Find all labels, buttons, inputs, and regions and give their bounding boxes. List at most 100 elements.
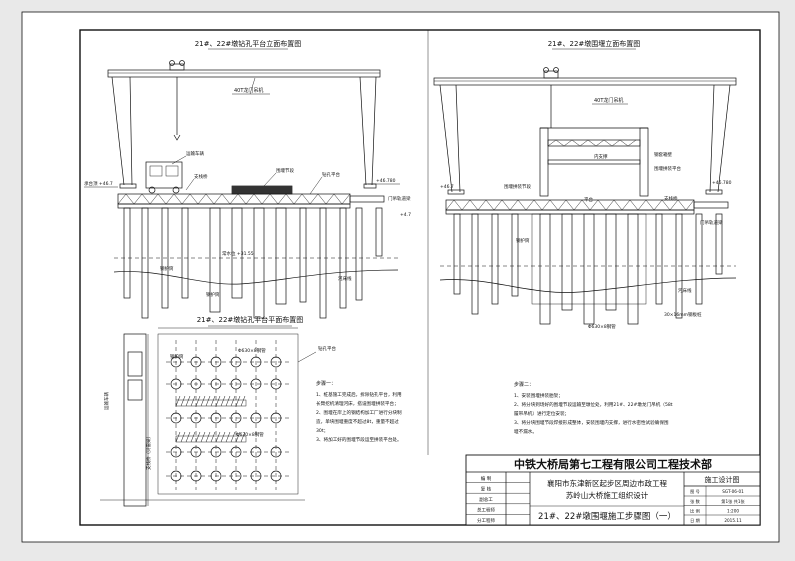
truck-plan-label: 运输车辆 [103,392,110,410]
right-platform-label: 平台 [584,196,593,203]
right-gantry-girder [433,77,737,86]
casing-circle [170,446,182,458]
casing-circle [250,378,262,390]
step2-line1: 1、安装围堰拼装胎架； [514,392,563,399]
step1-line6: 3、将加工好的围堰节段运至拼装平台处。 [316,436,402,443]
casing-label: 钢护筒 [206,291,220,298]
right-support-label: 支栈桥 [664,195,678,202]
design-stage: 施工设计图 [705,475,740,484]
casing-circle [170,356,182,368]
steps-right: 步骤二： 1、安装围堰拼装胎架； 2、将分块到场好的围堰节段运输至墩位处，利用2… [514,381,673,435]
right-elev-left: +46.7 [440,184,454,190]
meta-label-3: 比 例 [690,508,700,515]
right-elev-mark: +46.780 [376,178,396,184]
casing-circle [230,446,242,458]
casing-circle [270,446,282,458]
enclosure-segment-label: 围堰拼装节段 [504,183,531,190]
project-line1: 襄阳市东津新区起步区周边市政工程 [547,478,667,488]
casing-circle [270,470,282,482]
meta-value-4: 2015.11 [724,518,742,523]
left-elevation-title: 21#、22#墩钻孔平台立面布置图 [195,39,302,48]
casing-circle [270,412,282,424]
step1-line2: 长臂挖机清理河床，搭设围堰拼装平台； [316,400,399,407]
plan-pipe-label: Φ630×8钢管 [236,431,264,438]
sign-row-2: 复 核 [481,486,492,493]
casing-circle [190,356,202,368]
right-rail-label: 门吊轨道梁 [700,219,723,226]
sign-row-1: 编 制 [481,475,492,482]
meta-label-4: 日 期 [690,518,700,524]
casing-circle [210,356,222,368]
casing-circle [270,378,282,390]
step2-title: 步骤二： [514,381,534,388]
truck [145,161,183,189]
meta-value-1: SGT-06-01 [722,489,744,494]
casing-circle [210,412,222,424]
casing-circle [170,470,182,482]
casing-circle [250,412,262,424]
casing-circle [170,378,182,390]
sign-row-5: 分工程师 [477,517,495,524]
meta-value-2: 第1张 共1张 [721,498,745,505]
truck-lane-plan [123,333,147,507]
drawing-name: 21#、22#墩围堰施工步骤图（一） [538,511,676,522]
right-elevation-view: 21#、22#墩围堰立面布置图 40T龙门吊机 内支撑 钢套箱壁 围堰拼装平台 … [433,39,737,330]
casing-circle [210,446,222,458]
title-block: 中铁大桥局第七工程有限公司工程技术部 编 制 复 核 副总工 总工程师 分工程师… [465,454,761,526]
enclosure-panel-label: 钢套箱壁 [654,151,672,158]
support-beam-label: 支栈桥 [194,173,208,180]
right-pipe-label: Φ630×8钢管 [588,323,616,330]
plan-casing-size: Φ630×8钢管 [238,347,266,354]
meta-label-1: 图 号 [690,489,700,495]
casing-circle [250,470,262,482]
casing-circle [250,446,262,458]
step1-line4: 造，单块围堰重度不超过8t，重量不超过 [316,418,399,425]
gantry-left-leg [111,76,133,186]
casing-circle [250,356,262,368]
step2-line5: 堰不漏水。 [514,428,537,435]
plan-casing-label: 钢护筒 [170,353,184,360]
left-elevation-view: 21#、22#墩钻孔平台立面布置图 40T龙门吊机 运输车辆 支栈桥 围堰节段 [84,39,411,319]
inner-support-label: 内支撑 [594,153,608,160]
casing-circle [190,378,202,390]
casing-circle [230,412,242,424]
project-line2: 苏岭山大桥施工组织设计 [566,490,649,500]
step2-line2: 2、将分块到场好的围堰节段运输至墩位处，利用21#、22#墩龙门吊机（58t [514,401,673,408]
drill-platform-label: 钻孔平台 [322,171,340,178]
plan-platform-label: 钻孔平台 [318,345,336,352]
casing-circle [230,470,242,482]
step1-title: 步骤一： [316,380,336,387]
water-line-label: 常水位 +31.55 [222,250,254,257]
casing-circle [190,412,202,424]
right-riverbed-label: 河床线 [678,287,692,294]
casing-circle [230,356,242,368]
right-elev-right: +46.780 [712,180,732,186]
drawing-frame [79,29,761,526]
riverbed-label: 河床线 [338,275,352,282]
casing-circle [270,356,282,368]
left-plan-title: 21#、22#墩钻孔平台平面布置图 [197,315,304,324]
steel-casing-label: 钢护筒 [160,265,174,272]
sign-row-4: 总工程师 [477,507,495,514]
right-elevation-title: 21#、22#墩围堰立面布置图 [548,39,641,48]
right-casing-label: 钢护筒 [516,237,530,244]
left-plan-view: 21#、22#墩钻孔平台平面布置图 运输车辆 支栈桥（贝雷梁） 钢护筒 Φ630… [100,315,336,507]
casing-circle [190,470,202,482]
step1-line1: 1、桩基施工完成后，拆除钻孔平台，利用 [316,391,402,398]
casing-circle [170,412,182,424]
right-gantry-label: 40T龙门吊机 [594,97,623,104]
riverbed-line [113,269,399,285]
casing-circle [210,378,222,390]
enclosure-frame [539,127,649,197]
right-small-note: 30×16mm钢板桩 [664,311,702,318]
step1-line5: 30t； [316,428,328,434]
left-gantry-label: 40T龙门吊机 [234,87,263,94]
gantry-girder [107,69,381,78]
meta-value-3: 1:200 [727,509,739,514]
sign-row-3: 副总工 [479,496,493,503]
enclosure-label: 围堰节段 [276,167,294,174]
girder-plan-label: 支栈桥（贝雷梁） [145,434,152,470]
casing-circle [210,470,222,482]
step2-line4: 3、将分块围堰节段焊接形成整体，安装围堰内支撑，进行水密性试验确保围 [514,419,669,426]
